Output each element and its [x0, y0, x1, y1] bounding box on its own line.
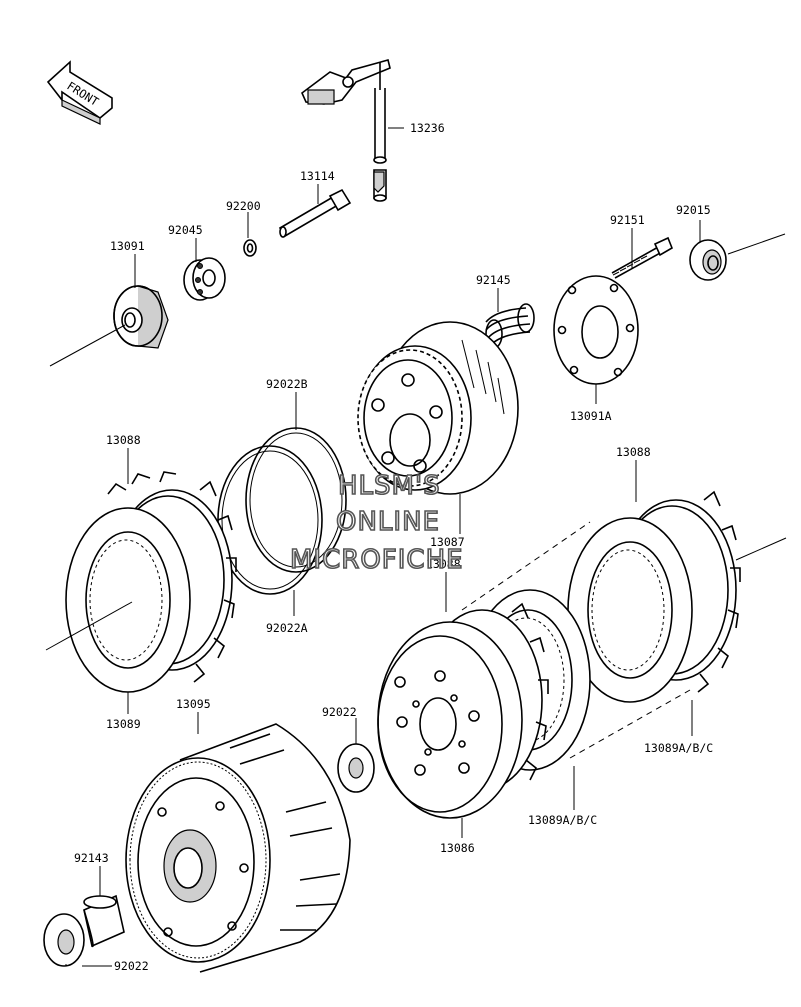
label-13086: 13086: [440, 841, 475, 855]
label-13091: 13091: [110, 239, 145, 253]
bolt-92151[interactable]: [611, 236, 673, 279]
washer-92022-mid[interactable]: [337, 743, 375, 793]
watermark-line1: HLSM'S: [338, 471, 441, 501]
label-92143: 92143: [74, 851, 109, 865]
front-arrow-icon: FRONT: [46, 60, 113, 125]
release-shaft-13236[interactable]: [301, 59, 391, 202]
label-92022A: 92022A: [266, 621, 308, 635]
label-13088-center: 13088: [426, 557, 461, 571]
label-92022B: 92022B: [266, 377, 308, 391]
label-92045: 92045: [168, 223, 203, 237]
label-13089ABC-center: 13089A/B/C: [528, 813, 597, 827]
pressure-plate-13091A[interactable]: [553, 275, 639, 385]
washer-92022-bottom[interactable]: [43, 913, 85, 967]
push-rod-13114[interactable]: [278, 188, 352, 238]
nut-92015[interactable]: [689, 233, 786, 281]
bearing-92045[interactable]: [183, 257, 226, 301]
label-92200: 92200: [226, 199, 261, 213]
label-13089: 13089: [106, 717, 141, 731]
label-13088-left: 13088: [106, 433, 141, 447]
washer-92200[interactable]: [243, 239, 257, 257]
label-92022-bottom: 92022: [114, 959, 149, 973]
alignment-line: [461, 521, 591, 611]
pressure-disk-13086[interactable]: [377, 621, 523, 819]
cap-13091[interactable]: [49, 285, 169, 367]
clutch-housing-13095[interactable]: [125, 723, 351, 973]
label-13236: 13236: [410, 121, 445, 135]
label-13087: 13087: [430, 535, 465, 549]
callout-leaders: [65, 127, 701, 967]
label-13088-right: 13088: [616, 445, 651, 459]
steel-plate-13089-left[interactable]: [45, 507, 191, 693]
clutch-hub-13087[interactable]: [357, 321, 519, 495]
label-92022-mid: 92022: [322, 705, 357, 719]
label-92015: 92015: [676, 203, 711, 217]
label-13091A: 13091A: [570, 409, 612, 423]
watermark-line3: MICROFICHE: [290, 545, 464, 575]
label-13095: 13095: [176, 697, 211, 711]
collar-92143[interactable]: [83, 894, 125, 948]
label-13114: 13114: [300, 169, 335, 183]
part-labels: 13236 13114 92200 92045 13091 92151 9201…: [74, 121, 713, 973]
alignment-line-lower: [569, 689, 691, 759]
label-13089ABC-right: 13089A/B/C: [644, 741, 713, 755]
watermark-line2: ONLINE: [336, 507, 440, 537]
label-92151: 92151: [610, 213, 645, 227]
label-92145: 92145: [476, 273, 511, 287]
watermark: HLSM'S ONLINE MICROFICHE: [289, 470, 464, 576]
